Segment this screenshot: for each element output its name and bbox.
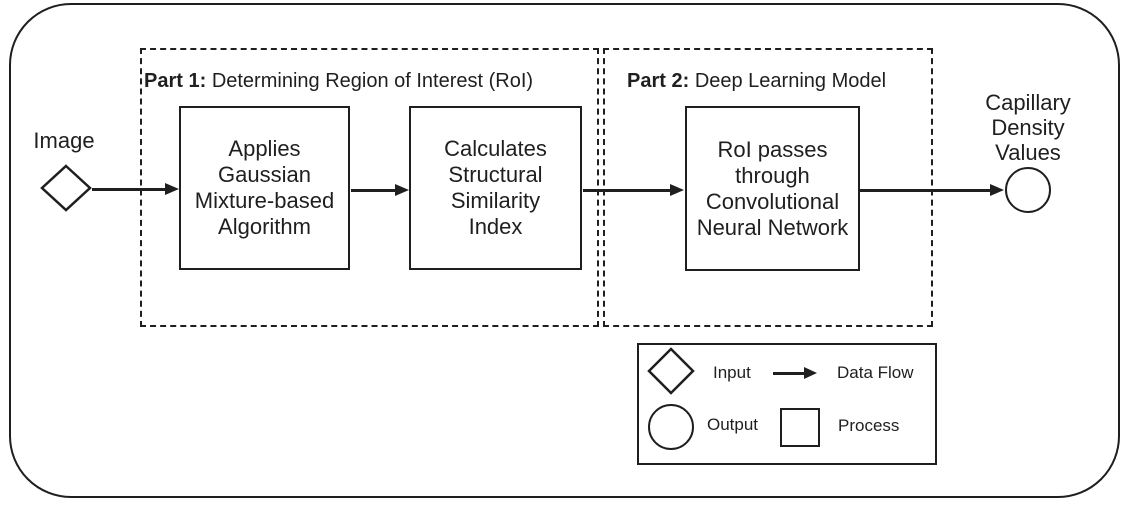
legend-output-label: Output	[707, 415, 759, 434]
part1-container: Part 1: Determining Region of Interest (…	[140, 48, 599, 327]
input-diamond-icon	[40, 164, 92, 212]
data-flow-arrow-ssim-to-cnn	[583, 189, 670, 192]
process-box-cnn: RoI passes through Convolutional Neural …	[685, 106, 860, 271]
part2-container: Part 2: Deep Learning Model RoI passes t…	[603, 48, 933, 327]
output-capillary-label: Capillary Density Values	[985, 90, 1071, 165]
part1-title-text: Determining Region of Interest (RoI)	[211, 70, 534, 92]
part1-title-bold: Part 1:	[144, 70, 207, 92]
legend-box: Input Data Flow Output Process	[637, 343, 937, 465]
legend-data-flow-arrow-icon	[773, 372, 804, 375]
legend-process-square-icon	[780, 408, 820, 447]
part2-title-text: Deep Learning Model	[694, 70, 887, 92]
input-image-label: Image	[33, 128, 95, 153]
data-flow-arrow-cnn-to-output	[858, 189, 990, 192]
legend-data-flow-label: Data Flow	[837, 363, 914, 382]
legend-output-circle-icon	[648, 404, 694, 450]
process-box-gaussian-mixture: Applies Gaussian Mixture-based Algorithm	[179, 106, 350, 270]
legend-input-label: Input	[713, 363, 751, 382]
output-circle-icon	[1005, 167, 1051, 213]
diagram-outer-frame	[9, 3, 1120, 498]
part1-title: Part 1: Determining Region of Interest (…	[144, 70, 533, 93]
part2-title-bold: Part 2:	[627, 70, 690, 92]
legend-input-diamond-icon	[647, 347, 695, 395]
legend-process-label: Process	[838, 416, 900, 435]
data-flow-arrow-input-to-gaussian	[92, 188, 165, 191]
part2-title: Part 2: Deep Learning Model	[627, 70, 886, 93]
data-flow-arrow-gaussian-to-ssim	[351, 189, 395, 192]
process-box-structural-similarity: Calculates Structural Similarity Index	[409, 106, 582, 270]
